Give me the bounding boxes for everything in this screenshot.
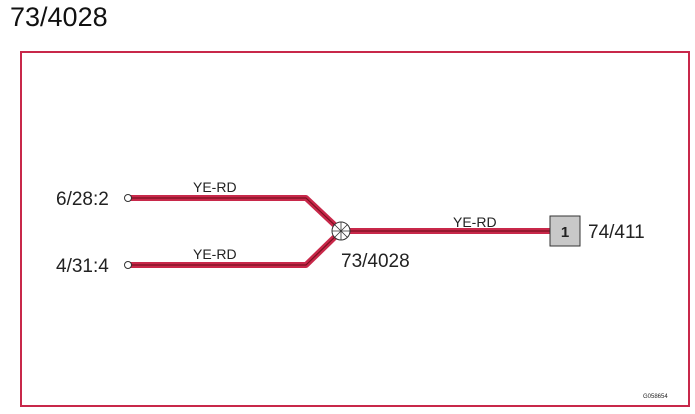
splice-label: 73/4028 <box>341 251 410 272</box>
terminal-2-icon <box>124 261 132 269</box>
page-title: 73/4028 <box>10 2 108 32</box>
splice-junction-icon <box>331 221 351 241</box>
wire-1-color: YE-RD <box>193 179 237 195</box>
figure-id: G058654 <box>643 394 668 400</box>
wire-3-color: YE-RD <box>453 214 497 230</box>
wire-1 <box>130 195 344 234</box>
connector-label: 74/411 <box>588 222 645 243</box>
connector-pin: 1 <box>561 224 569 241</box>
diagram-frame <box>20 51 690 407</box>
terminal-2-label: 4/31:4 <box>56 256 109 277</box>
connector-box <box>549 215 581 247</box>
wire-2 <box>130 228 344 268</box>
terminal-1-icon <box>124 194 132 202</box>
terminal-1-label: 6/28:2 <box>56 189 109 210</box>
wire-2-color: YE-RD <box>193 246 237 262</box>
